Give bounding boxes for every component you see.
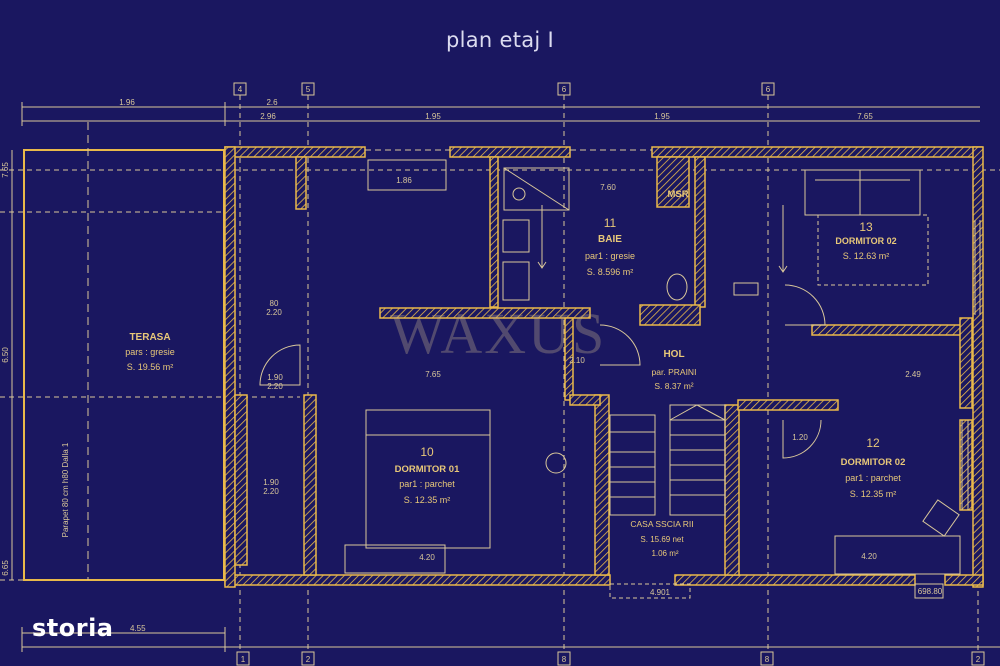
svg-text:S. 8.37 m²: S. 8.37 m² (654, 381, 693, 391)
svg-text:1.86: 1.86 (396, 176, 412, 185)
svg-text:7.65: 7.65 (425, 370, 441, 379)
svg-text:6: 6 (562, 85, 567, 94)
svg-text:7.60: 7.60 (600, 183, 616, 192)
exterior-walls (224, 146, 984, 588)
svg-text:1.90: 1.90 (263, 478, 279, 487)
svg-text:2: 2 (306, 655, 311, 664)
svg-text:7.65: 7.65 (857, 112, 873, 121)
svg-text:DORMITOR 01: DORMITOR 01 (395, 464, 460, 475)
svg-text:1.20: 1.20 (792, 433, 808, 442)
svg-text:1: 1 (241, 655, 246, 664)
svg-text:S. 15.69 net: S. 15.69 net (640, 535, 684, 544)
svg-text:par. PRAINI: par. PRAINI (652, 367, 697, 377)
svg-text:80: 80 (270, 299, 279, 308)
room-hol: HOL par. PRAINI S. 8.37 m² (652, 349, 697, 391)
svg-text:2.20: 2.20 (267, 382, 283, 391)
svg-text:1.90: 1.90 (267, 373, 283, 382)
svg-text:4.55: 4.55 (130, 624, 146, 633)
svg-text:10: 10 (420, 445, 434, 459)
bottom-dimension-lines (21, 627, 1000, 652)
svg-text:MSR: MSR (667, 189, 688, 200)
svg-text:2.96: 2.96 (260, 112, 276, 121)
room-dormitor-02-top: 13 DORMITOR 02 S. 12.63 m² (835, 220, 896, 261)
svg-text:2.6: 2.6 (266, 98, 278, 107)
doors (259, 284, 826, 459)
svg-text:HOL: HOL (663, 349, 684, 360)
svg-text:4.20: 4.20 (861, 552, 877, 561)
arrows (537, 205, 788, 273)
plan-title: plan etaj I (445, 28, 555, 52)
svg-text:2: 2 (976, 655, 981, 664)
svg-text:2.10: 2.10 (569, 356, 585, 365)
svg-text:7.65: 7.65 (1, 162, 10, 178)
svg-text:DORMITOR 02: DORMITOR 02 (841, 457, 906, 468)
svg-text:11: 11 (604, 216, 617, 230)
svg-text:par1 : gresie: par1 : gresie (585, 251, 635, 261)
svg-text:4.901: 4.901 (650, 588, 671, 597)
svg-text:S. 19.56 m²: S. 19.56 m² (127, 362, 174, 372)
terrace-outline (11, 122, 225, 581)
top-dimension-lines (21, 102, 980, 126)
misc-labels: MSR 1.86 7.60 7.65 2.49 4.20 4.20 4.901 … (263, 176, 943, 597)
room-terasa: TERASA pars : gresie S. 19.56 m² (125, 332, 175, 372)
svg-text:DORMITOR 02: DORMITOR 02 (835, 236, 896, 246)
svg-text:pars : gresie: pars : gresie (125, 347, 175, 357)
svg-text:par1 : parchet: par1 : parchet (845, 473, 901, 483)
svg-text:4.20: 4.20 (419, 553, 435, 562)
interior-walls (295, 156, 973, 576)
svg-text:2.20: 2.20 (263, 487, 279, 496)
left-dimension-text: 7.65 6.50 6.65 4.55 Parapet 80 cm h80 Da… (1, 162, 146, 633)
svg-text:S. 12.35 m²: S. 12.35 m² (850, 489, 897, 499)
axis-markers-top: 4 5 6 6 (233, 82, 775, 96)
svg-text:BAIE: BAIE (598, 234, 622, 245)
svg-text:698.80: 698.80 (918, 587, 943, 596)
staircase (609, 404, 726, 516)
storia-logo: storia (32, 614, 114, 642)
svg-text:par1 : parchet: par1 : parchet (399, 479, 455, 489)
svg-text:2.49: 2.49 (905, 370, 921, 379)
room-baie: 11 BAIE par1 : gresie S. 8.596 m² (585, 216, 635, 277)
svg-text:S. 12.35 m²: S. 12.35 m² (404, 495, 451, 505)
room-dormitor-02-bottom: 12 DORMITOR 02 par1 : parchet S. 12.35 m… (841, 436, 906, 499)
axis-markers-bottom: 1 2 8 8 2 (236, 651, 985, 666)
svg-text:6.50: 6.50 (1, 347, 10, 363)
svg-text:2.20: 2.20 (266, 308, 282, 317)
svg-text:6.65: 6.65 (1, 560, 10, 576)
svg-text:5: 5 (306, 85, 311, 94)
svg-text:6: 6 (766, 85, 771, 94)
watermark: WAXUS (390, 301, 607, 366)
svg-text:1.95: 1.95 (654, 112, 670, 121)
windows (365, 149, 981, 599)
room-casa-scarii: CASA SSCIA RII S. 15.69 net 1.06 m² (630, 519, 693, 558)
svg-text:CASA SSCIA RII: CASA SSCIA RII (630, 519, 693, 529)
svg-text:1.96: 1.96 (119, 98, 135, 107)
svg-text:Parapet 80 cm h80 Dalla 1: Parapet 80 cm h80 Dalla 1 (61, 442, 70, 537)
svg-text:8: 8 (562, 655, 567, 664)
furniture (344, 167, 961, 575)
svg-text:S. 12.63 m²: S. 12.63 m² (843, 251, 890, 261)
svg-text:TERASA: TERASA (129, 332, 170, 343)
top-dimension-text: 1.96 2.6 2.96 1.95 1.95 7.65 (119, 98, 873, 121)
svg-text:12: 12 (866, 436, 880, 450)
svg-text:S. 8.596 m²: S. 8.596 m² (587, 267, 634, 277)
room-dormitor-01: 10 DORMITOR 01 par1 : parchet S. 12.35 m… (395, 445, 460, 505)
svg-text:8: 8 (765, 655, 770, 664)
grid-axis-lines (0, 95, 1000, 650)
svg-text:1.06 m²: 1.06 m² (651, 549, 678, 558)
svg-text:1.95: 1.95 (425, 112, 441, 121)
svg-text:4: 4 (238, 85, 243, 94)
svg-text:13: 13 (859, 220, 873, 234)
